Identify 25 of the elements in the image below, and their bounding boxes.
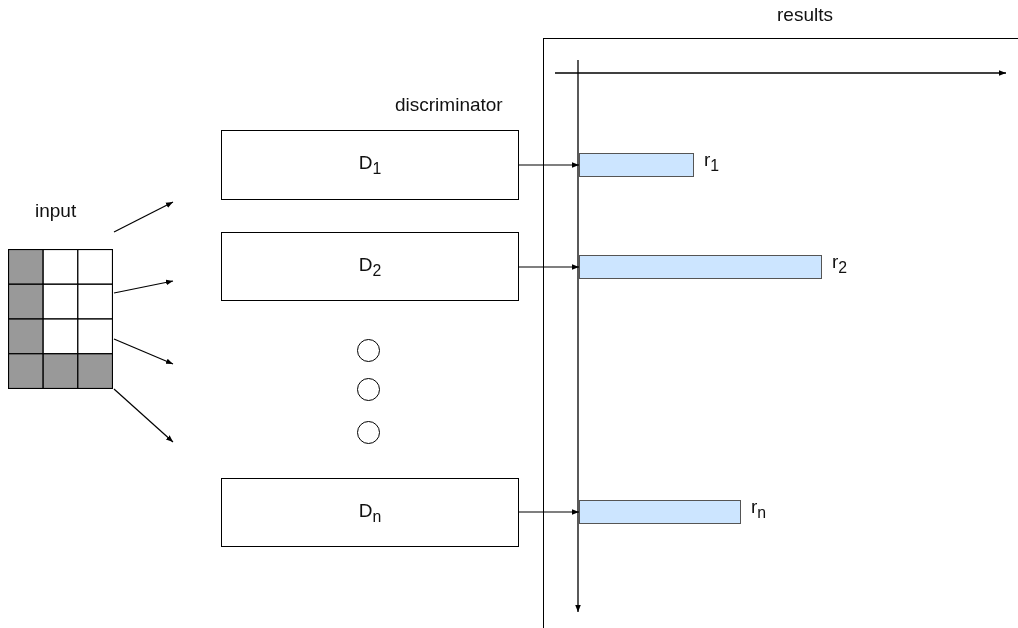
arrow xyxy=(518,509,580,515)
result-label: r$_{n}$ xyxy=(751,496,767,522)
discriminator-label: D$_{n}$ xyxy=(358,499,382,526)
arrow xyxy=(518,162,580,168)
arrow xyxy=(113,201,174,233)
discriminator-box xyxy=(221,130,519,200)
ellipsis-circle xyxy=(357,378,380,401)
panel-title: results xyxy=(777,4,833,26)
discriminator-box xyxy=(221,478,519,547)
arrow xyxy=(518,264,580,270)
result-label: r$_{1}$ xyxy=(704,149,720,175)
grid-title: input xyxy=(35,200,77,222)
result-bar xyxy=(579,255,822,279)
result-label: r$_{2}$ xyxy=(832,251,848,277)
arrow xyxy=(113,388,174,443)
discriminator-label: D$_{1}$ xyxy=(358,152,382,178)
discriminator-label: D$_{2}$ xyxy=(358,253,382,280)
arrow xyxy=(113,338,174,365)
arrow xyxy=(113,279,174,294)
section-label: discriminator xyxy=(395,94,503,116)
result-bar xyxy=(579,500,741,524)
discriminator-box xyxy=(221,232,519,301)
ellipsis-circle xyxy=(357,421,380,444)
result-bar xyxy=(579,153,694,177)
ellipsis-circle xyxy=(357,339,380,362)
